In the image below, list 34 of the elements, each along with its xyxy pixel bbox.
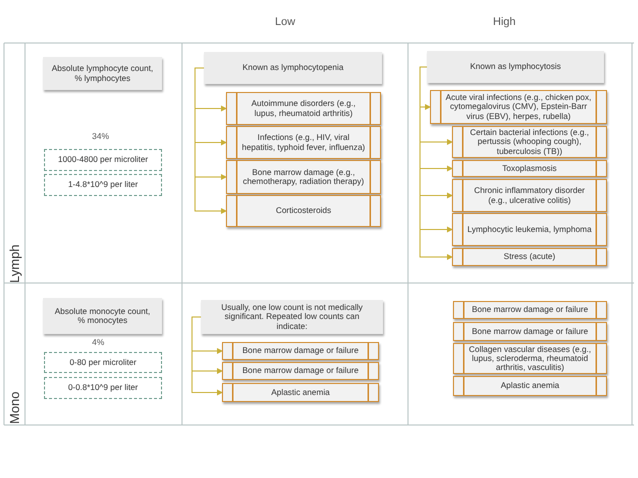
range-box: 0-80 per microliter: [44, 352, 162, 373]
cause-box: Aplastic anemia: [222, 383, 379, 402]
header-box: Known as lymphocytopenia: [204, 52, 382, 84]
cause-box: Corticosteroids: [226, 195, 381, 227]
cause-box: Chronic inflammatory disorder (e.g., ulcerative colitis): [452, 179, 607, 212]
connector-arrow: [194, 68, 227, 214]
cause-box: Bone marrow damage or failure: [222, 362, 379, 380]
row-header: Mono: [7, 391, 22, 424]
header-box: Absolute monocyte count, % monocytes: [43, 298, 162, 334]
header-box: Absolute lymphocyte count, % lymphocytes: [43, 57, 162, 90]
cause-box: Stress (acute): [452, 248, 607, 266]
cause-box: Bone marrow damage or failure: [222, 342, 379, 360]
range-box: 1-4.8*10^9 per liter: [44, 174, 162, 196]
column-header: High: [493, 16, 516, 28]
cause-box: Autoimmune disorders (e.g., lupus, rheumatoid arthritis): [226, 92, 381, 125]
cause-box: Bone marrow damage or failure: [453, 322, 607, 341]
header-box: Known as lymphocytosis: [427, 51, 604, 83]
cause-box: Infections (e.g., HIV, viral hepatitis, typhoid fever, influenza): [226, 126, 381, 159]
range-box: 0-0.8*10^9 per liter: [44, 377, 162, 399]
cause-box: Certain bacterial infections (e.g., pertussis (whooping cough), tuberculosis (TB)): [452, 126, 607, 158]
percent-value: 4%: [92, 337, 104, 347]
cause-box: Toxoplasmosis: [452, 160, 607, 177]
cause-box: Bone marrow damage or failure: [453, 301, 607, 319]
connector-arrow: [192, 316, 223, 396]
range-box: 1000-4800 per microliter: [44, 149, 162, 171]
cause-box: Aplastic anemia: [453, 376, 607, 396]
cause-box: Collagen vascular diseases (e.g., lupus, scleroderma, rheumatoid arthritis, vasculitis): [453, 343, 607, 374]
cause-box: Lymphocytic leukemia, lymphoma: [452, 213, 607, 246]
row-header: Lymph: [7, 244, 22, 283]
cause-box: Bone marrow damage (e.g., chemotherapy, radiation therapy): [226, 160, 381, 194]
cause-box: Acute viral infections (e.g., chicken pox, cytomegalovirus (CMV), Epstein-Barr virus (EBV), herpes, rubella): [430, 90, 607, 124]
column-header: Low: [275, 16, 296, 28]
percent-value: 34%: [92, 131, 110, 141]
header-box: Usually, one low count is not medically significant. Repeated low counts can indicate:: [201, 300, 383, 334]
